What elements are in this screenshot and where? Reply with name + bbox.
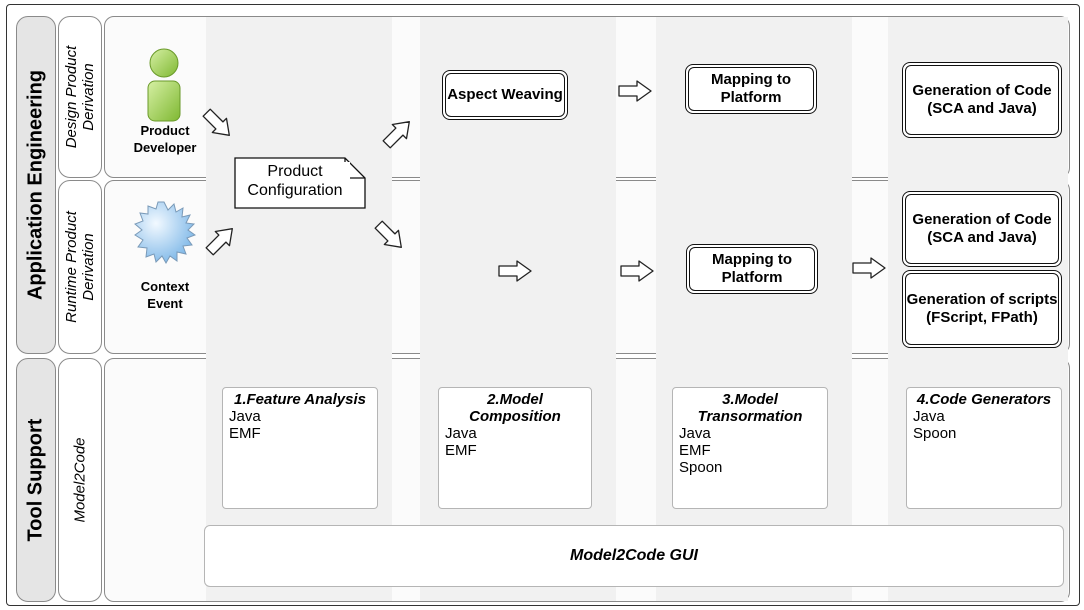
design-mapping-box: Mapping to Platform	[685, 64, 817, 114]
model2code-row-label: Model2Code	[71, 437, 89, 523]
tool-4-title: 4.Code Generators	[916, 391, 1052, 408]
application-engineering-panel: Application Engineering	[16, 16, 56, 354]
tool-4-item: Spoon	[913, 425, 957, 442]
diagonal-down-arrow-icon	[374, 220, 402, 248]
runtime-generation-scripts-box: Generation of scripts (FScript, FPath)	[902, 270, 1062, 348]
runtime-mapping-box: Mapping to Platform	[686, 244, 818, 294]
tool-4-item: Java	[913, 408, 945, 425]
runtime-generation-code-box: Generation of Code (SCA and Java)	[902, 191, 1062, 267]
design-row-header: Design Product Derivation	[58, 16, 102, 178]
tool-3-title: 3.Model Transormation	[697, 391, 803, 425]
runtime-row-label: Runtime Product Derivation	[63, 211, 97, 323]
right-arrow-icon	[852, 257, 886, 279]
diagonal-up-arrow-icon	[205, 228, 233, 256]
context-event-icon	[134, 201, 196, 264]
tool-3-item: Spoon	[679, 459, 723, 476]
tool-2-item: Java	[445, 425, 477, 442]
right-arrow-icon	[620, 260, 654, 282]
runtime-mapping-label: Mapping to Platform	[689, 247, 815, 291]
diagonal-up-arrow-icon	[382, 121, 410, 149]
tool-3-item: Java	[679, 425, 711, 442]
design-row-label: Design Product Derivation	[63, 45, 97, 149]
column-1-shade	[206, 17, 392, 601]
tool-box-4: 4.Code Generators Java Spoon	[906, 387, 1062, 509]
design-generation-label: Generation of Code (SCA and Java)	[905, 65, 1059, 135]
design-generation-box: Generation of Code (SCA and Java)	[902, 62, 1062, 138]
tool-box-3: 3.Model Transormation Java EMF Spoon	[672, 387, 828, 509]
aspect-weaving-box: Aspect Weaving	[442, 70, 568, 120]
tool-1-title: 1.Feature Analysis	[233, 391, 366, 408]
developer-label: Product Developer	[133, 123, 197, 155]
right-arrow-icon	[498, 260, 532, 282]
diagonal-down-arrow-icon	[202, 108, 230, 136]
tool-box-1: 1.Feature Analysis Java EMF	[222, 387, 378, 509]
tool-2-title: 2.Model Composition	[469, 391, 561, 425]
application-engineering-label: Application Engineering	[24, 69, 47, 301]
tool-1-item: Java	[229, 408, 261, 425]
tool-support-label: Tool Support	[24, 418, 47, 542]
tool-1-item: EMF	[229, 425, 261, 442]
runtime-generation-code-label: Generation of Code (SCA and Java)	[905, 194, 1059, 264]
tool-2-item: EMF	[445, 442, 477, 459]
right-arrow-icon	[618, 80, 652, 102]
product-configuration-note: Product Configuration	[240, 162, 350, 200]
tool-box-2: 2.Model Composition Java EMF	[438, 387, 592, 509]
aspect-weaving-label: Aspect Weaving	[445, 73, 565, 117]
runtime-generation-scripts-label: Generation of scripts (FScript, FPath)	[905, 273, 1059, 345]
model2code-row-header: Model2Code	[58, 358, 102, 602]
developer-icon	[147, 48, 181, 122]
tool-support-panel: Tool Support	[16, 358, 56, 602]
design-mapping-label: Mapping to Platform	[688, 67, 814, 111]
model2code-gui-bar: Model2Code GUI	[204, 525, 1064, 587]
runtime-row-header: Runtime Product Derivation	[58, 180, 102, 354]
tool-3-item: EMF	[679, 442, 711, 459]
context-event-label: Context Event	[140, 279, 190, 311]
